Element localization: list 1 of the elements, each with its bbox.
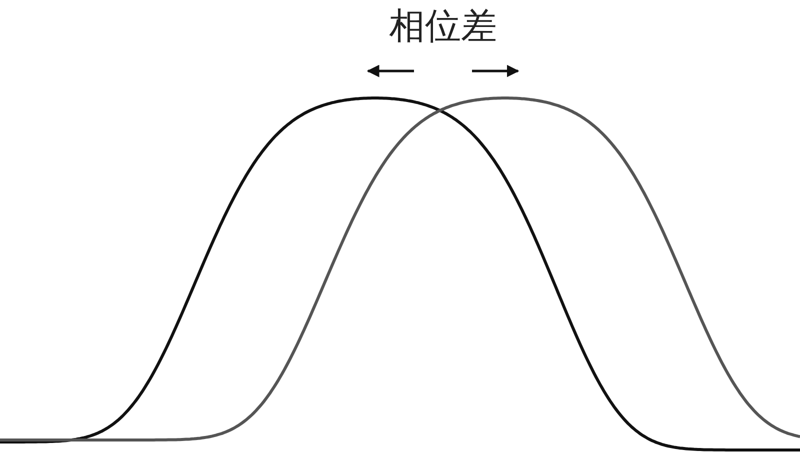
phase-difference-label: 相位差 [388,5,498,49]
